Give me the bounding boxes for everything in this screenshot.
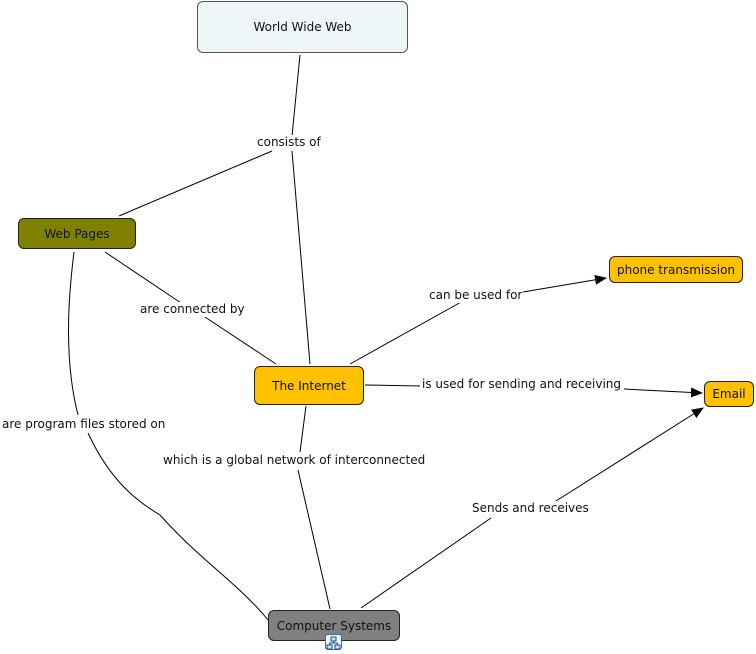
edge-canused-to-phone	[522, 274, 607, 293]
edge-global-to-computer	[297, 469, 331, 610]
edge-connected-to-internet	[204, 316, 277, 365]
concept-world-wide-web[interactable]: World Wide Web	[197, 1, 408, 53]
network-resource-icon[interactable]	[325, 634, 342, 650]
concept-web-pages[interactable]: Web Pages	[18, 218, 136, 249]
concept-the-internet[interactable]: The Internet	[254, 366, 364, 405]
link-label-sends-and-receives[interactable]: Sends and receives	[471, 501, 590, 516]
edge-webpages-to-program	[68, 251, 79, 416]
concept-computer-systems[interactable]: Computer Systems	[268, 610, 400, 641]
edge-internet-to-sending	[364, 384, 421, 387]
edge-consists-to-internet	[291, 150, 311, 365]
edge-sending-to-email	[623, 387, 703, 398]
edge-consists-to-webpages	[118, 150, 273, 217]
edge-sends-to-email	[555, 407, 704, 502]
edge-internet-to-global	[299, 405, 307, 453]
edge-webpages-to-connected	[104, 251, 182, 304]
edge-program-to-computer	[87, 432, 269, 621]
link-label-program-files-stored-on[interactable]: are program files stored on	[1, 417, 167, 432]
link-label-can-be-used-for[interactable]: can be used for	[428, 288, 524, 303]
network-resource-glyph	[326, 636, 341, 650]
link-label-global-network[interactable]: which is a global network of interconnec…	[162, 453, 427, 468]
link-label-are-connected-by[interactable]: are connected by	[139, 302, 246, 317]
edge-www-to-consists	[291, 54, 301, 137]
edge-computer-to-sends	[360, 517, 492, 609]
link-label-sending-and-receiving[interactable]: is used for sending and receiving	[421, 377, 623, 392]
edge-internet-to-canused	[349, 300, 464, 365]
concept-phone-transmission[interactable]: phone transmission	[609, 256, 743, 283]
link-label-consists-of[interactable]: consists of	[256, 135, 322, 150]
concept-email[interactable]: Email	[704, 381, 754, 407]
